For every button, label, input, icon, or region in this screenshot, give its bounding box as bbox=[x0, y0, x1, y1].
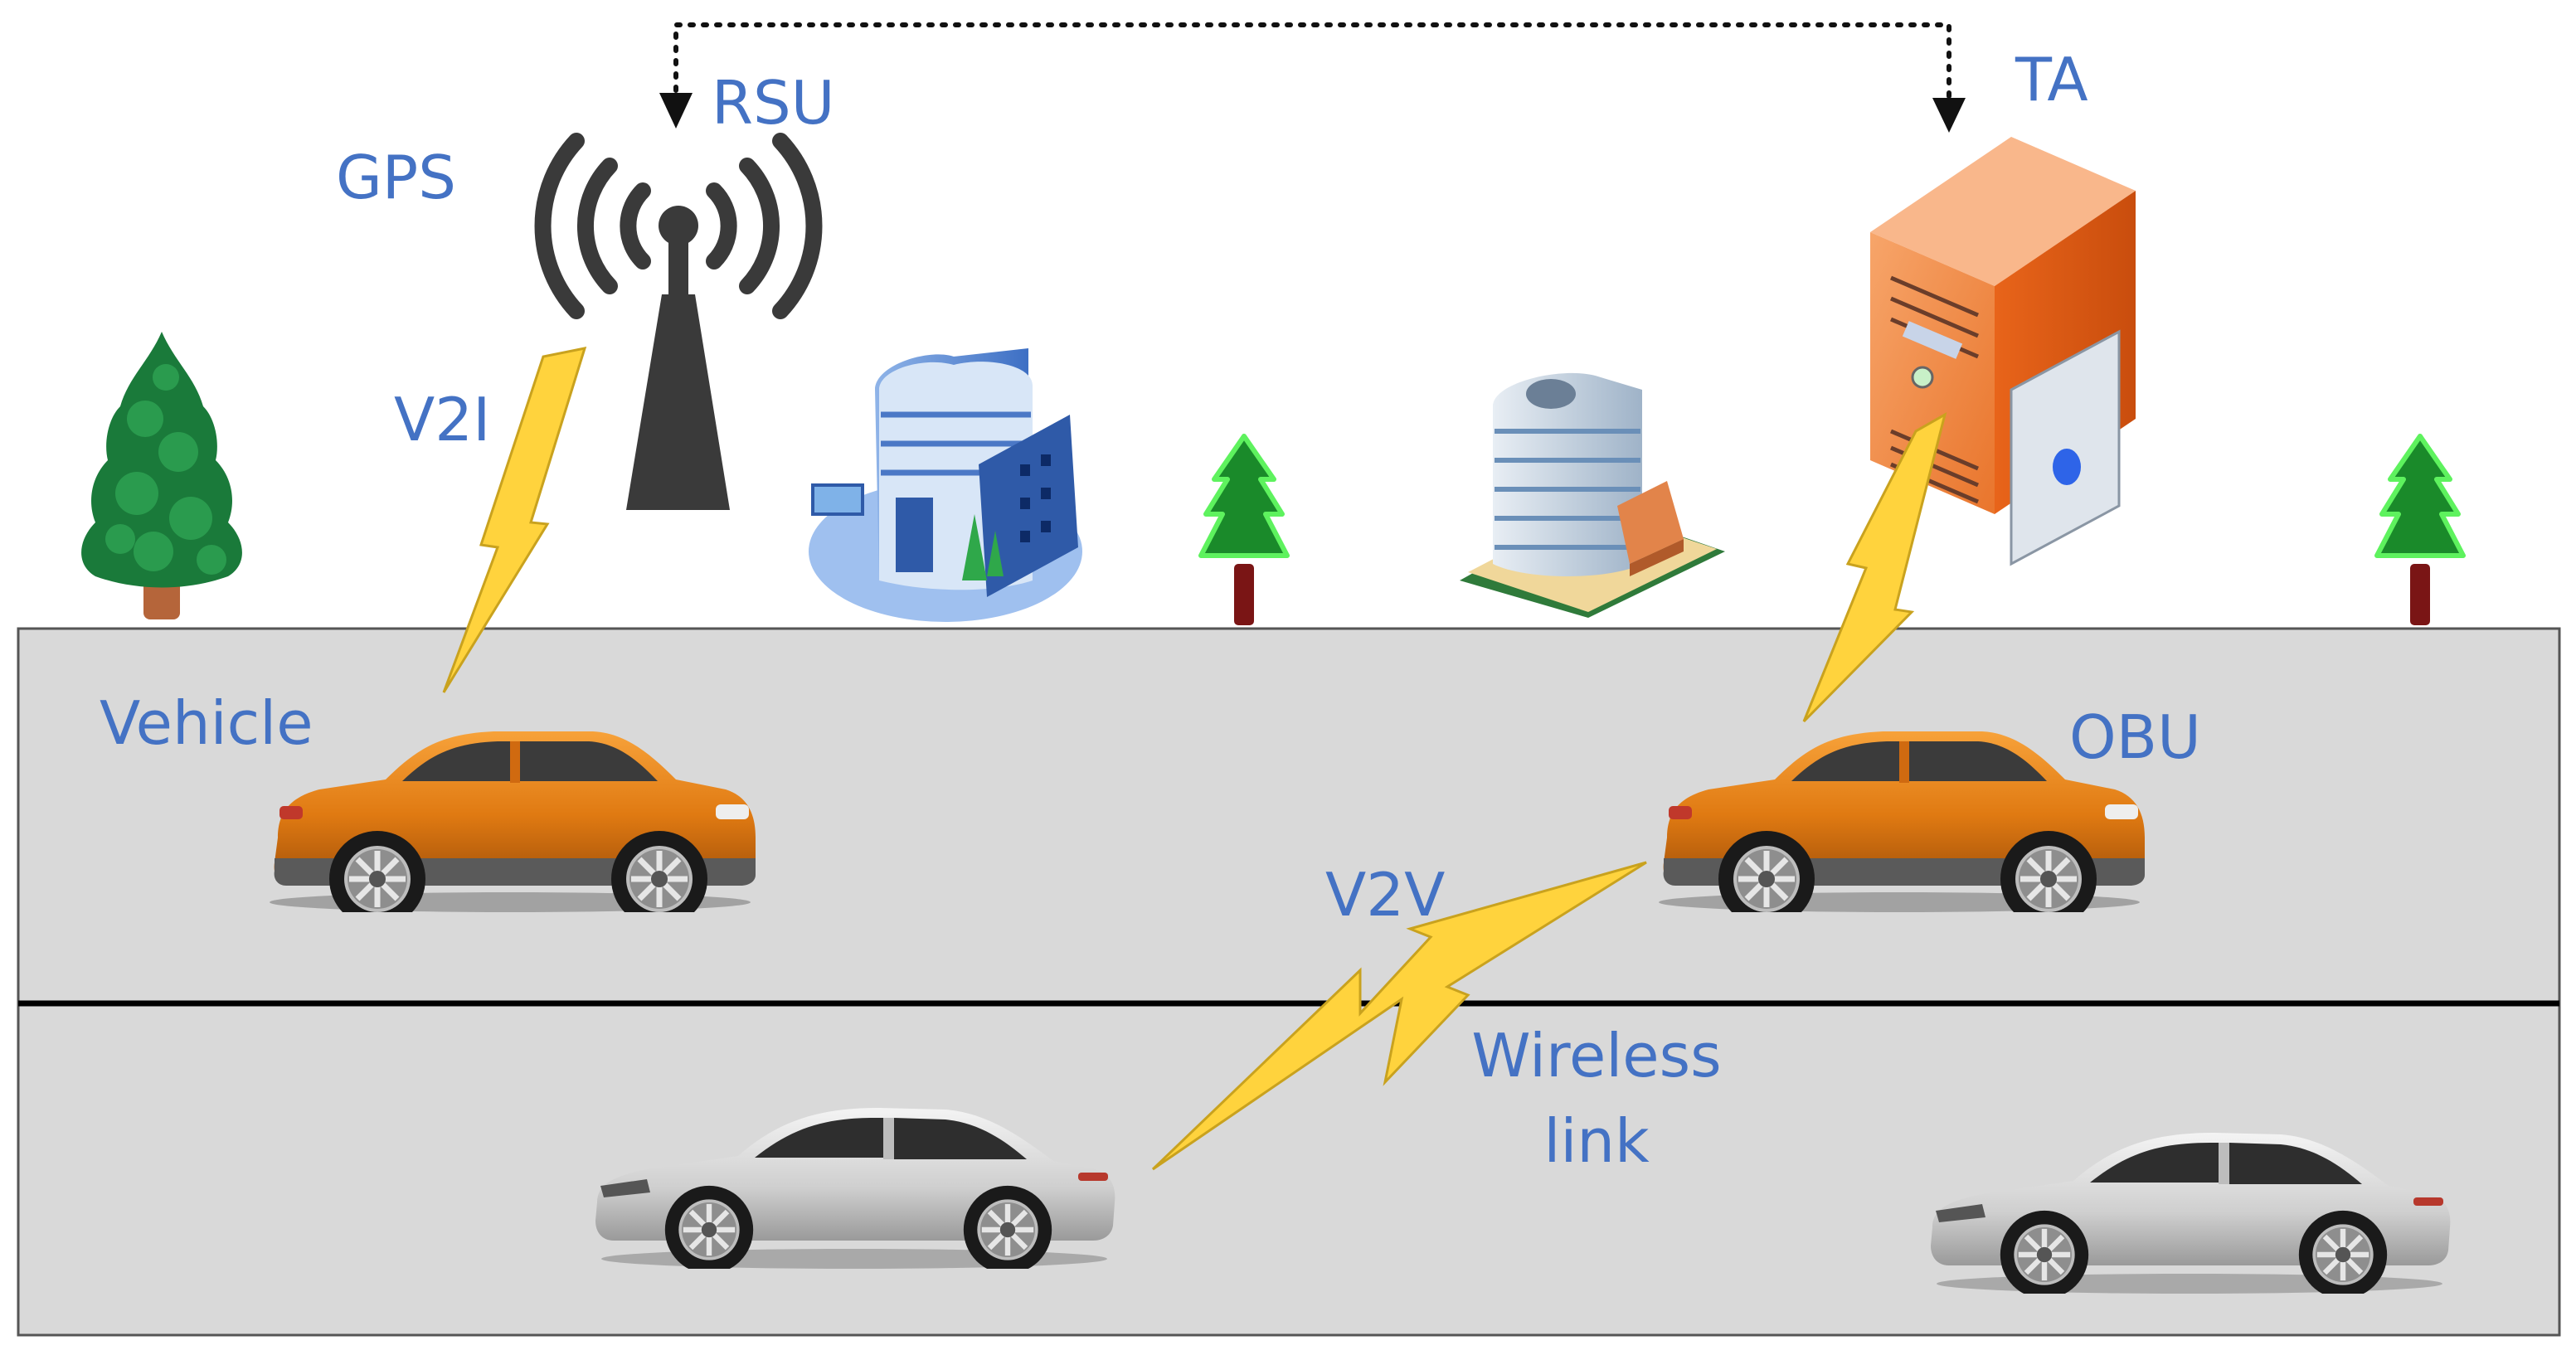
gps-label: GPS bbox=[336, 143, 456, 212]
tree-icon bbox=[1201, 436, 1287, 625]
building-icon bbox=[809, 348, 1082, 622]
vehicle-label: Vehicle bbox=[100, 688, 313, 758]
v2v-label: V2V bbox=[1325, 860, 1446, 930]
tree-icon bbox=[2377, 436, 2463, 625]
v2i-label: V2I bbox=[394, 385, 491, 454]
ta-server-icon bbox=[1870, 137, 2136, 566]
tree-icon bbox=[81, 332, 242, 619]
ta-label: TA bbox=[2015, 45, 2088, 114]
rsu-ta-link bbox=[659, 22, 1966, 133]
lightning-icon bbox=[1151, 861, 1647, 1171]
rsu-label: RSU bbox=[712, 68, 835, 138]
building-icon bbox=[1460, 372, 1725, 618]
obu-label: OBU bbox=[2069, 702, 2201, 772]
rsu-tower-icon bbox=[534, 133, 823, 510]
wireless-link-label-line1: Wireless bbox=[1471, 1021, 1722, 1090]
lightning-icon bbox=[1802, 411, 1947, 723]
wireless-link-label-line2: link bbox=[1543, 1106, 1650, 1176]
lightning-icon bbox=[442, 347, 587, 693]
